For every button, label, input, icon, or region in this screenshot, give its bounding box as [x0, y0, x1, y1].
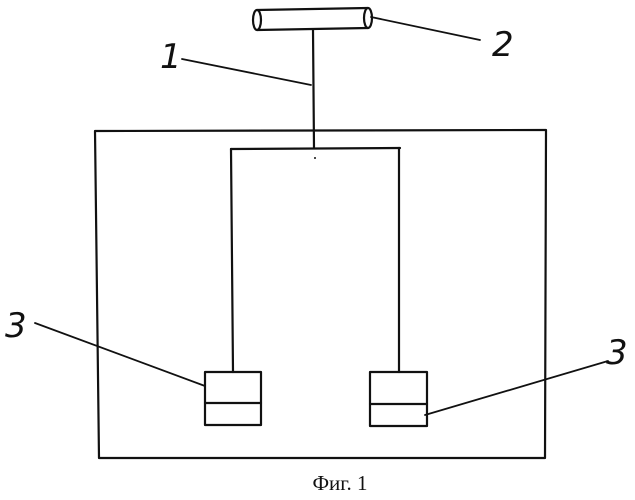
label-conduit: 1 [160, 37, 182, 77]
leader-line-3-left [35, 323, 205, 386]
unit-right [370, 372, 427, 426]
leader-line-3-right [425, 361, 608, 415]
pipe [253, 8, 372, 30]
label-unit-right: 3 [606, 333, 628, 373]
unit-left [205, 372, 261, 425]
leader-line-1 [182, 59, 311, 85]
branch-lines [231, 148, 400, 372]
enclosure [95, 130, 546, 458]
label-unit-left: 3 [5, 306, 27, 346]
label-pipe: 2 [492, 25, 514, 65]
figure-caption: Фиг. 1 [312, 471, 367, 495]
leader-line-2 [371, 17, 480, 40]
